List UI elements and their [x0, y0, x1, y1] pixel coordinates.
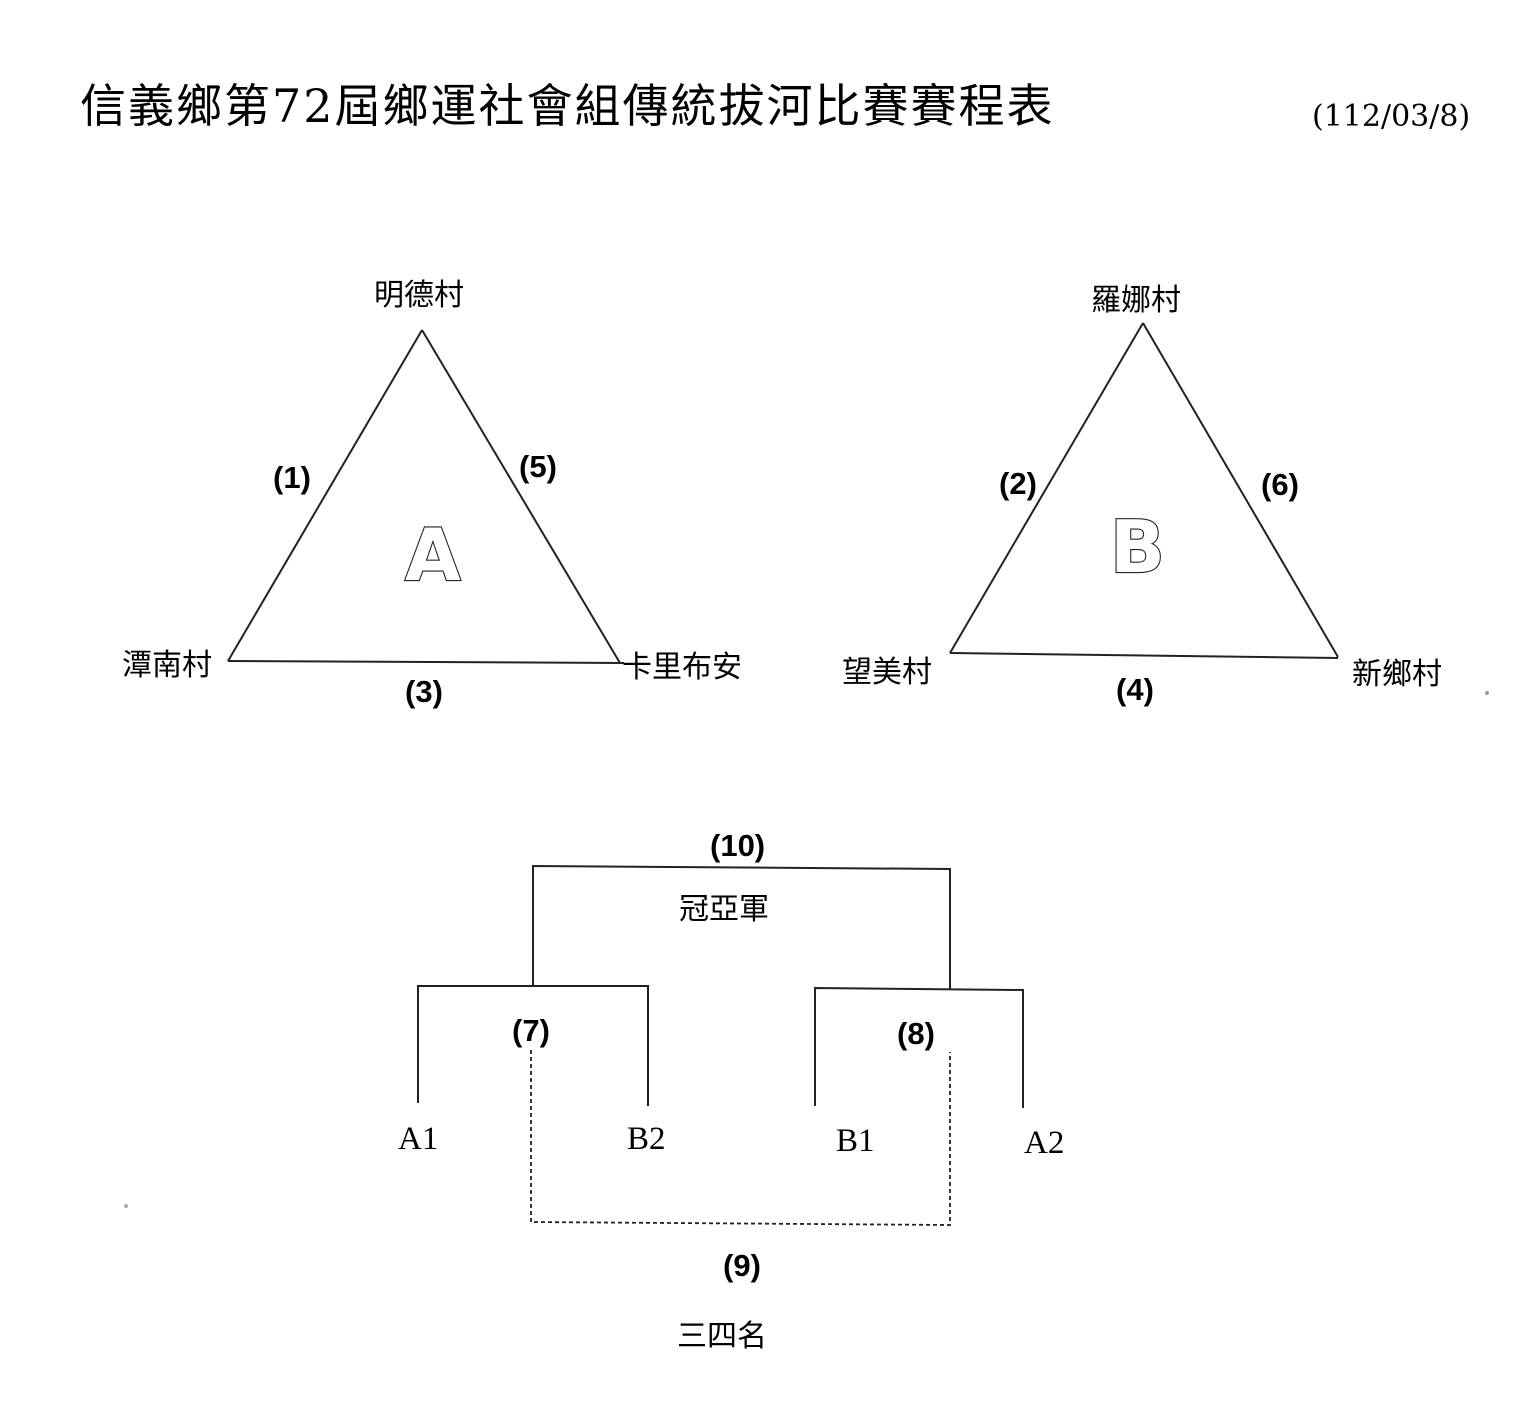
group-a-top-village: 明德村 — [374, 278, 464, 313]
seed-label: B2 — [627, 1121, 666, 1157]
final-bracket-line — [532, 864, 951, 990]
group-a-edge-right — [421, 329, 621, 664]
group-b-right-village: 新鄉村 — [1352, 657, 1442, 692]
match-6-label: (6) — [1261, 467, 1299, 502]
group-b-triangle: 羅娜村 望美村 新鄉村 (2) (6) (4) B — [842, 283, 1442, 707]
match-4-label: (4) — [1116, 672, 1154, 707]
scan-speck — [124, 1204, 128, 1208]
match-3-label: (3) — [405, 674, 443, 709]
date-label: (112/03/8) — [1312, 99, 1470, 134]
match-2-label: (2) — [999, 466, 1037, 501]
match-1-label: (1) — [273, 460, 311, 495]
semi-left-bracket-line — [417, 985, 649, 1106]
match-8-label: (8) — [897, 1016, 935, 1051]
seed-label: A2 — [1024, 1125, 1064, 1161]
semi-right-bracket-line — [814, 986, 1024, 1108]
seed-label: B1 — [836, 1123, 875, 1159]
group-a-edge-left — [227, 329, 423, 662]
group-b-edge-right — [1142, 322, 1339, 658]
group-b-left-village: 望美村 — [842, 655, 932, 690]
knockout-bracket: (10) 冠亞軍 (7) (8) (9) 三四名 A1 B2 B1 A2 — [398, 828, 1064, 1354]
group-a-right-village: 卡里布安 — [622, 650, 742, 685]
scan-speck — [1485, 691, 1489, 695]
page-title: 信義鄉第72屆鄉運社會組傳統拔河比賽賽程表 — [80, 79, 1055, 133]
group-b-top-village: 羅娜村 — [1091, 283, 1181, 318]
group-b-letter: B — [1110, 505, 1165, 589]
group-b-edge-left — [949, 322, 1144, 654]
final-caption: 冠亞軍 — [679, 892, 769, 927]
seed-label: A1 — [398, 1121, 438, 1157]
group-a-edge-bottom — [227, 660, 625, 664]
match-9-label: (9) — [723, 1248, 761, 1283]
group-a-triangle: 明德村 潭南村 卡里布安 (1) (5) (3) A — [122, 278, 742, 709]
match-7-label: (7) — [512, 1013, 550, 1048]
match-10-label: (10) — [710, 828, 765, 863]
group-a-left-village: 潭南村 — [122, 648, 212, 683]
group-b-edge-bottom — [949, 652, 1339, 659]
match-5-label: (5) — [519, 449, 557, 484]
third-place-bracket-line — [530, 1050, 951, 1226]
group-a-letter: A — [405, 513, 461, 597]
third-place-caption: 三四名 — [677, 1319, 767, 1354]
